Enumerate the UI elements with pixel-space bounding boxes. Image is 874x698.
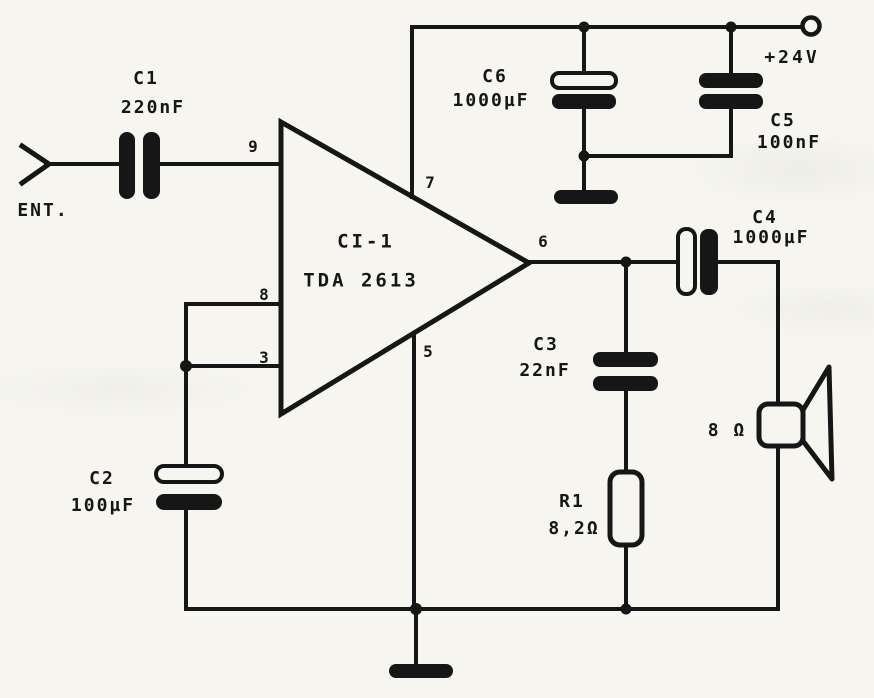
c5-plate: [699, 94, 763, 109]
pin-label-6: 6: [538, 232, 548, 251]
pin-label-3: 3: [259, 348, 269, 367]
supply-terminal-icon: [800, 15, 822, 37]
c3-plate: [593, 376, 658, 391]
speaker-body-icon: [756, 401, 806, 449]
c1-plate: [143, 132, 160, 199]
junction-dot: [410, 603, 422, 615]
r1-value: 8,2Ω: [548, 518, 600, 539]
r1-ref: R1: [559, 491, 585, 512]
speaker-impedance-label: 8 Ω: [707, 420, 747, 441]
c3-value: 22nF: [519, 360, 571, 381]
pin-label-7: 7: [425, 173, 435, 192]
c5-ref: C5: [770, 110, 796, 131]
c1-ref: C1: [133, 68, 159, 89]
c4-positive-plate: [676, 227, 697, 296]
c4-value: 1000µF: [732, 227, 810, 248]
ground-symbol-bottom: [389, 664, 453, 678]
junction-dot: [725, 21, 737, 33]
c2-positive-plate: [154, 464, 224, 484]
ic-ref: CI-1: [337, 230, 395, 253]
junction-dot: [578, 21, 590, 33]
pin-label-5: 5: [423, 342, 433, 361]
junction-dot: [180, 360, 192, 372]
c6-positive-plate: [550, 71, 618, 90]
c2-value: 100µF: [70, 495, 136, 516]
resistor-r1-symbol: [607, 469, 645, 548]
junction-dot: [578, 150, 590, 162]
speaker-cone-icon: [800, 364, 835, 482]
c4-negative-plate: [700, 229, 718, 295]
c4-ref: C4: [752, 207, 778, 228]
c2-negative-plate: [156, 494, 222, 510]
ground-symbol-top: [554, 190, 618, 204]
junction-dot: [620, 256, 632, 268]
c3-plate: [593, 352, 658, 367]
c1-value: 220nF: [120, 97, 186, 118]
supply-voltage-label: +24V: [764, 47, 820, 68]
c5-value: 100nF: [756, 132, 822, 153]
ic-part-number: TDA 2613: [303, 269, 419, 292]
pin-label-9: 9: [248, 137, 258, 156]
junction-dot: [620, 603, 632, 615]
c2-ref: C2: [89, 468, 115, 489]
c6-ref: C6: [482, 66, 508, 87]
c6-value: 1000µF: [452, 90, 530, 111]
c1-plate: [119, 132, 135, 199]
pin-label-8: 8: [259, 285, 269, 304]
c6-negative-plate: [552, 94, 616, 109]
ic-triangle: [278, 117, 534, 419]
c3-ref: C3: [533, 334, 559, 355]
input-label: ENT.: [17, 200, 69, 221]
c5-plate: [699, 73, 763, 88]
